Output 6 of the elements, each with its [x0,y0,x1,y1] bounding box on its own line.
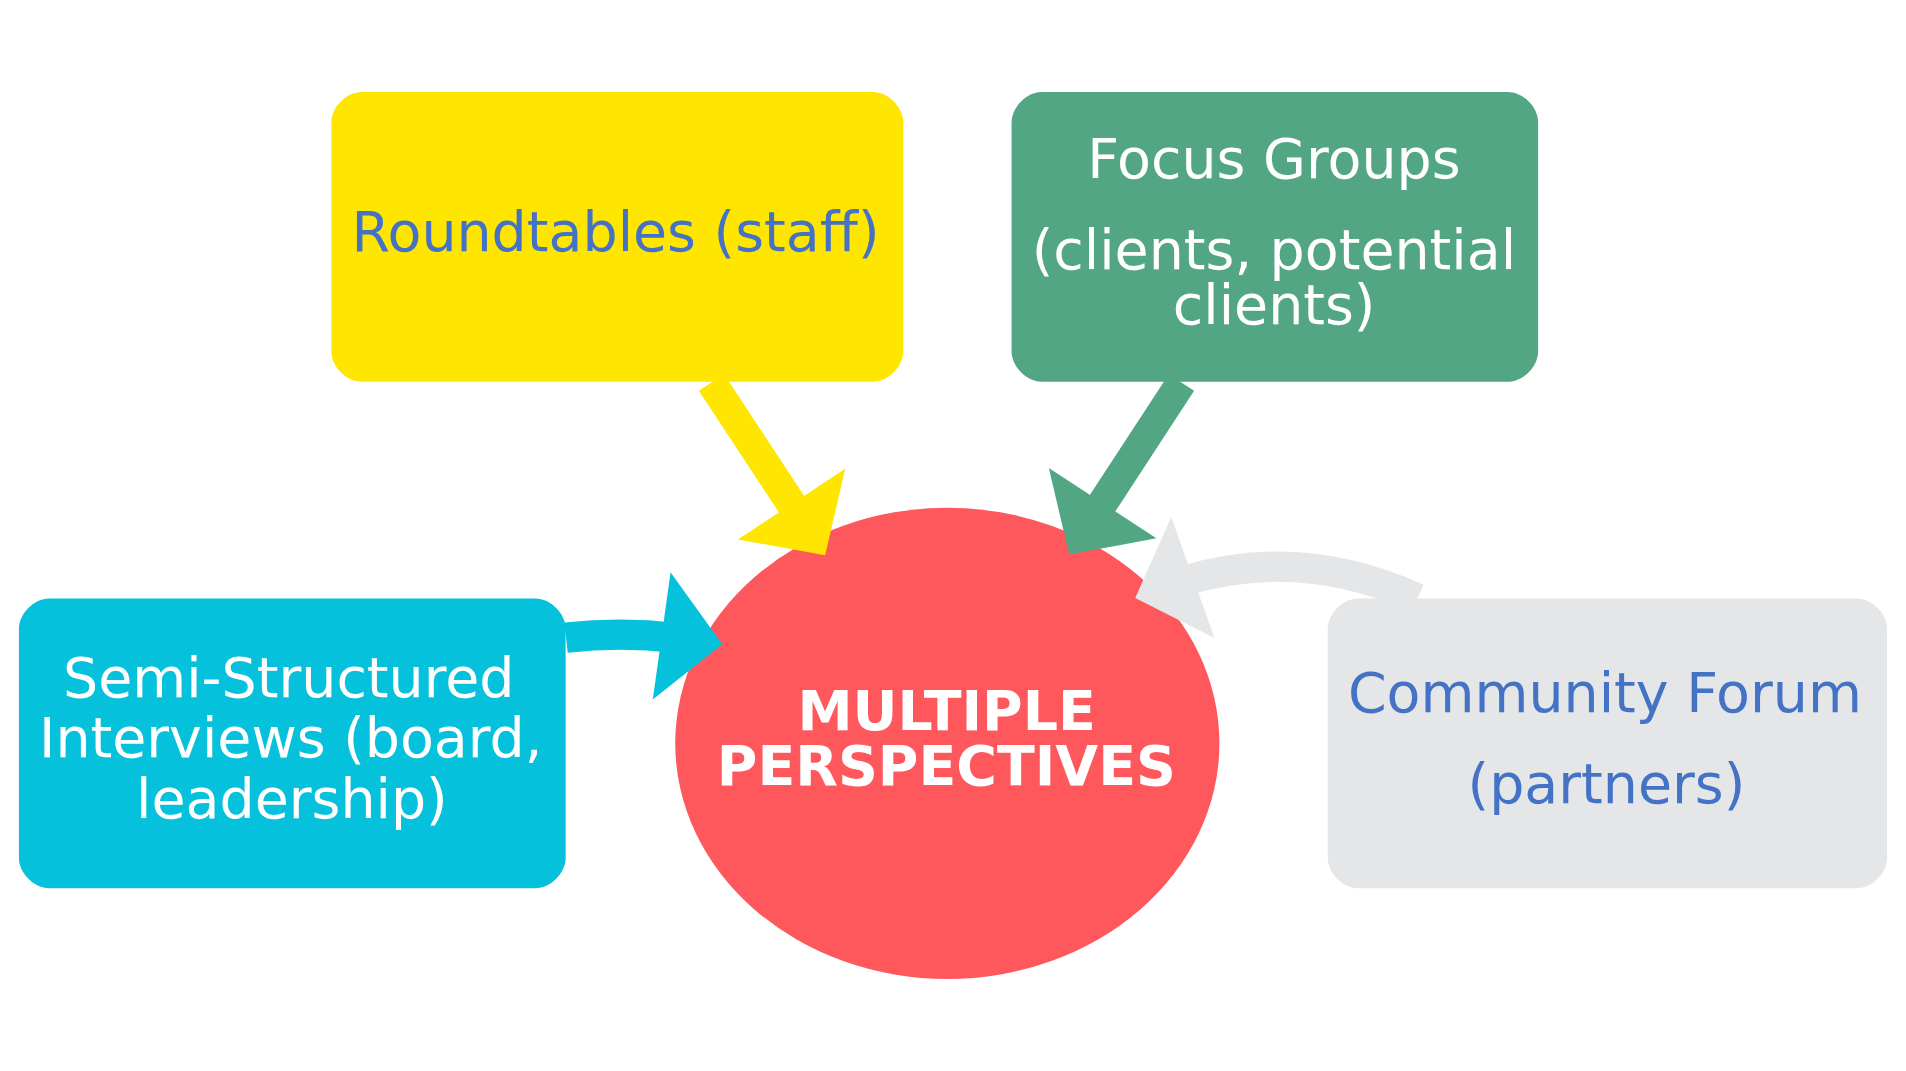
arrow [1135,516,1424,638]
node-box: Focus Groups (clients, potential clients) [1011,92,1539,382]
node-box: Semi-Structured Interviews (board, leadership) [18,598,566,889]
node-ellipse: MULTIPLE PERSPECTIVES [675,507,1220,979]
node-box: Roundtables (staff) [331,92,904,382]
node-box: Community Forum (partners) [1327,598,1888,889]
